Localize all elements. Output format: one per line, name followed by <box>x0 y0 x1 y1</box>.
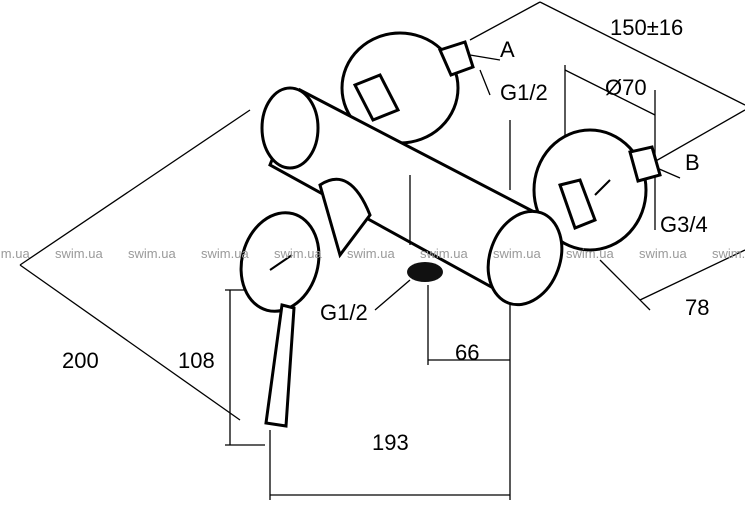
dim-diameter: Ø70 <box>605 75 647 100</box>
body-end-cap <box>260 86 320 170</box>
label-thread-a: G1/2 <box>500 80 548 105</box>
dim-depth: 78 <box>685 295 709 320</box>
outlet-nozzle <box>407 262 443 282</box>
label-thread-b: G3/4 <box>660 212 708 237</box>
dim-outlet-offset: 66 <box>455 340 479 365</box>
watermark-text: swim.ua <box>639 246 687 261</box>
lever-handle <box>264 303 296 428</box>
dim-width-range: 150±16 <box>610 15 683 40</box>
watermark-text: swim.ua <box>712 246 745 261</box>
label-inlet-a: A <box>500 37 515 62</box>
watermark-text: swim.ua <box>128 246 176 261</box>
watermark-text: swim.ua <box>347 246 395 261</box>
watermark-text: swim.ua <box>493 246 541 261</box>
watermark-text: swim.ua <box>420 246 468 261</box>
label-inlet-b: B <box>685 150 700 175</box>
plate-axis-mark <box>594 179 611 196</box>
label-outlet-thread: G1/2 <box>320 300 368 325</box>
watermark-text: swim.ua <box>274 246 322 261</box>
body-right-cap <box>486 209 564 307</box>
dimension-lines <box>19 1 745 500</box>
watermark-text: swim.ua <box>566 246 614 261</box>
dim-handle-height: 108 <box>178 348 215 373</box>
handle-axis-mark <box>269 254 293 271</box>
watermark-text: swim.ua <box>55 246 103 261</box>
wall-plate-b <box>532 128 648 252</box>
handle-base <box>318 177 372 259</box>
dim-length: 200 <box>62 348 99 373</box>
inlet-connector-b <box>628 145 662 183</box>
watermark-text: swim.ua <box>0 246 30 261</box>
inlet-connector-a <box>437 40 475 77</box>
dim-overall-width: 193 <box>372 430 409 455</box>
watermark: swim.ua swim.ua swim.ua swim.ua swim.ua swim.… <box>0 246 745 261</box>
watermark-text: swim.ua <box>201 246 249 261</box>
eccentric-nut-b <box>558 178 597 230</box>
eccentric-nut-a <box>352 73 401 122</box>
